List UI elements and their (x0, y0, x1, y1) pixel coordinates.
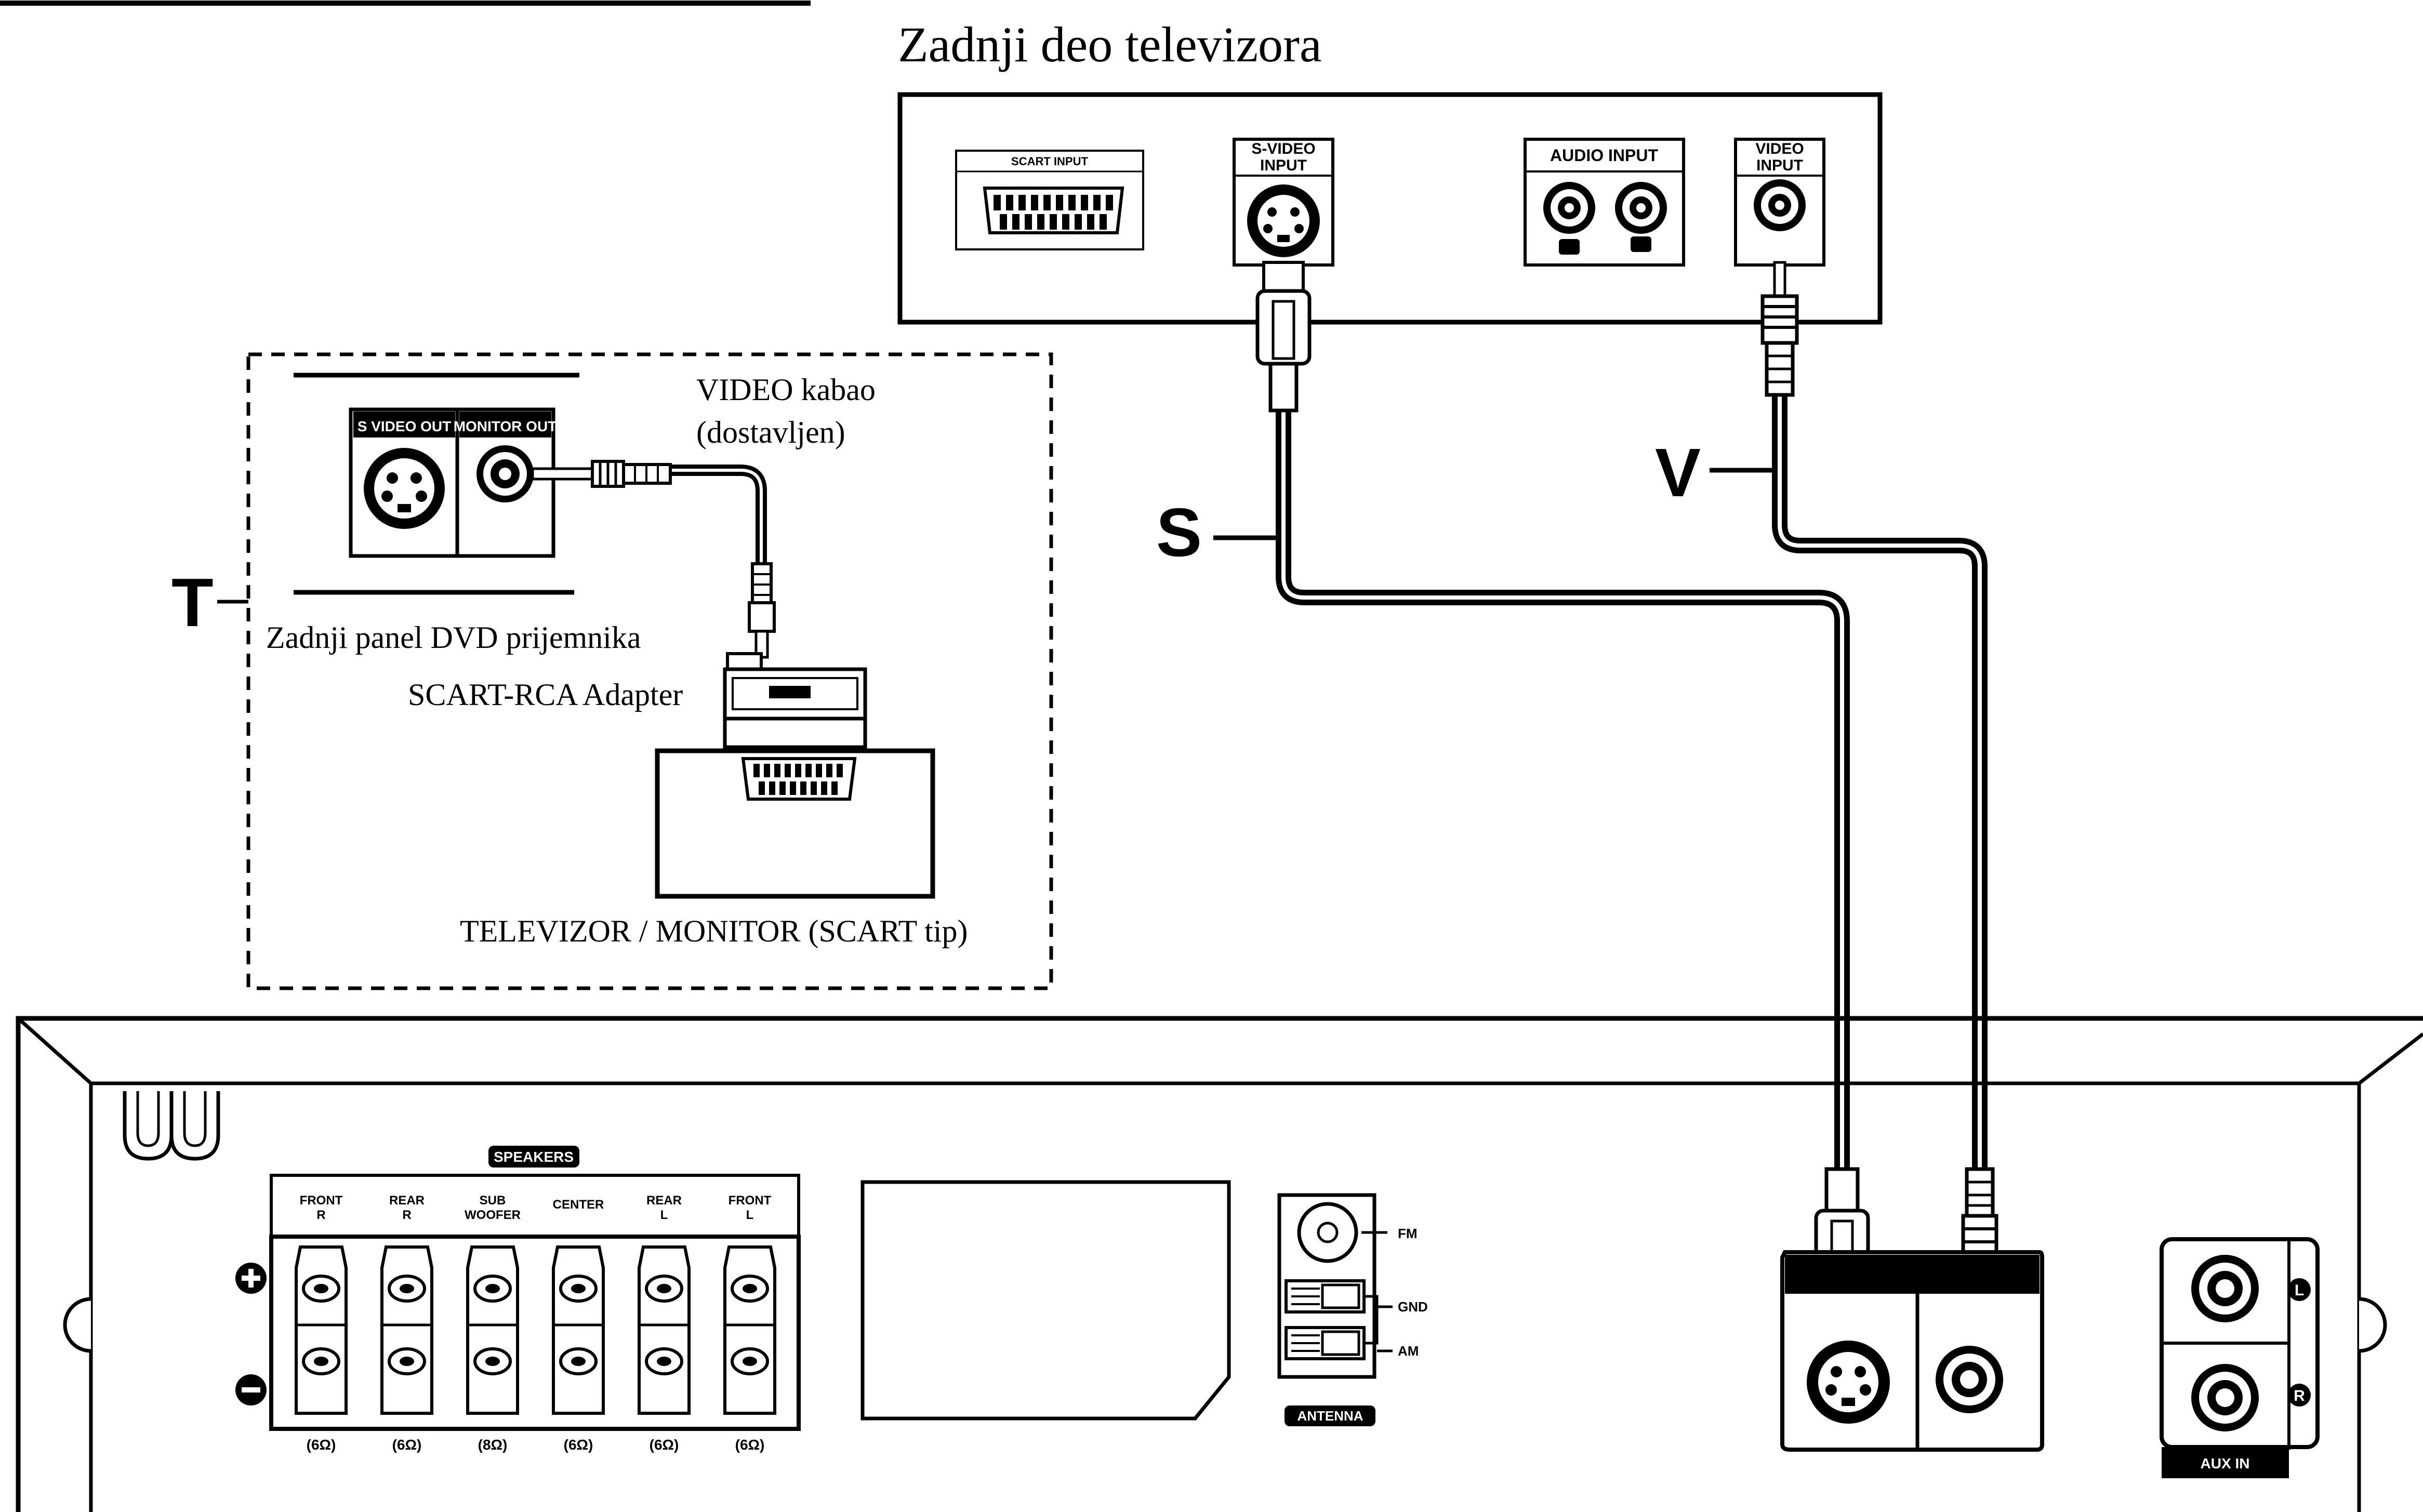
aux-jack-right[interactable] (2191, 1364, 2259, 1431)
dvd-back-panel-label: Zadnji panel DVD prijemnika (266, 620, 641, 655)
receiver-video-out-panel (1780, 1250, 2044, 1452)
aux-l-label: L (2295, 1282, 2304, 1299)
t-inset-label: T (171, 564, 214, 641)
video-cable-sublabel: (dostavljen) (696, 415, 845, 449)
scart-adapter-label: SCART-RCA Adapter (408, 678, 683, 712)
antenna-block: FM GND AM ANTENNA (1277, 1193, 1428, 1426)
speaker-channel: REAR L (6Ω) (638, 1193, 691, 1453)
speaker-channel-label-1: REAR (646, 1193, 682, 1208)
speaker-terminal[interactable] (295, 1245, 348, 1415)
speaker-channel-label-2: R (402, 1208, 411, 1222)
speaker-channel: REAR R (6Ω) (380, 1193, 433, 1453)
inset-jack-panel: S VIDEO OUT MONITOR OUT (349, 407, 557, 558)
tv-monitor-scart (655, 748, 935, 899)
speaker-terminals: SPEAKERS FRONT R (6Ω) REAR R (235, 1146, 801, 1453)
fm-antenna-jack[interactable] (1297, 1202, 1358, 1263)
aux-in-label: AUX IN (2201, 1455, 2250, 1471)
tv-monitor-scart-label: TELEVIZOR / MONITOR (SCART tip) (460, 914, 968, 948)
v-cable-label: V (1655, 434, 1701, 511)
video-cable (1760, 261, 1998, 1301)
video-input-label-1: VIDEO (1755, 140, 1804, 157)
svideo-input-label-2: INPUT (1260, 157, 1307, 174)
speaker-terminal[interactable] (552, 1245, 605, 1415)
svideo-out-label: S VIDEO OUT (358, 418, 451, 434)
speaker-impedance: (8Ω) (478, 1437, 508, 1453)
speaker-channel-label-1: SUB (480, 1193, 506, 1208)
speaker-channel-label-2: L (660, 1208, 668, 1222)
speaker-channel: FRONT R (6Ω) (295, 1193, 348, 1453)
gnd-label: GND (1398, 1299, 1428, 1315)
speaker-channel-label-2: WOOFER (465, 1208, 521, 1222)
speaker-channel-label-2: R (316, 1208, 325, 1222)
receiver-monitor-out-jack[interactable] (1936, 1346, 2003, 1413)
scart-rca-adapter (723, 652, 867, 749)
aux-in-panel: L R AUX IN (2160, 1237, 2320, 1478)
plus-symbol (235, 1263, 267, 1294)
tv-svideo-input[interactable]: S-VIDEO INPUT (1233, 138, 1334, 267)
inset-box (246, 352, 1053, 990)
speaker-channel: SUB WOOFER (8Ω) (465, 1193, 521, 1453)
speaker-terminal[interactable] (380, 1245, 433, 1415)
video-cable-label: VIDEO kabao (696, 373, 876, 407)
am-terminal[interactable] (1285, 1326, 1366, 1360)
receiver-back-panel (16, 1016, 2423, 1512)
speaker-terminal[interactable] (466, 1245, 519, 1415)
speaker-terminal[interactable] (723, 1245, 776, 1415)
blank-panel (860, 1180, 1231, 1421)
speakers-label: SPEAKERS (494, 1149, 574, 1165)
fm-label: FM (1398, 1226, 1418, 1241)
tv-audio-input[interactable]: AUDIO INPUT (1524, 138, 1685, 267)
scart-input-label: SCART INPUT (1011, 155, 1088, 168)
speaker-impedance: (6Ω) (735, 1437, 765, 1453)
audio-input-label: AUDIO INPUT (1550, 146, 1658, 165)
speaker-impedance: (6Ω) (392, 1437, 422, 1453)
inset-video-cable (531, 460, 776, 659)
svideo-input-label-1: S-VIDEO (1251, 140, 1315, 157)
speaker-impedance: (6Ω) (307, 1437, 336, 1453)
speaker-impedance: (6Ω) (564, 1437, 593, 1453)
speaker-terminal[interactable] (638, 1245, 691, 1415)
receiver-svideo-out-jack[interactable] (1807, 1341, 1890, 1424)
s-cable-label: S (1156, 494, 1202, 571)
antenna-label: ANTENNA (1297, 1408, 1363, 1424)
speaker-channel-label-2: L (746, 1208, 754, 1222)
audio-jack-left[interactable] (1543, 182, 1595, 255)
speaker-channel-label-1: REAR (389, 1193, 425, 1208)
audio-jack-right[interactable] (1615, 182, 1667, 252)
speaker-channel: CENTER (6Ω) (552, 1198, 605, 1453)
aux-r-label: R (2294, 1387, 2305, 1404)
minus-symbol (235, 1374, 267, 1405)
tv-video-input[interactable]: VIDEO INPUT (1734, 138, 1825, 267)
am-label: AM (1398, 1343, 1419, 1359)
tv-back-label: Zadnji deo televizora (898, 17, 1322, 72)
speaker-channel-label-1: FRONT (300, 1193, 343, 1208)
gnd-terminal[interactable] (1285, 1279, 1366, 1314)
speaker-channel-label-1: FRONT (729, 1193, 772, 1208)
aux-jack-left[interactable] (2191, 1255, 2259, 1322)
speaker-channel: FRONT L (6Ω) (723, 1193, 776, 1453)
tv-scart-input[interactable]: SCART INPUT (955, 150, 1144, 250)
monitor-out-label: MONITOR OUT (454, 418, 557, 434)
inset-svideo-jack[interactable] (364, 448, 445, 529)
video-input-label-2: INPUT (1756, 157, 1803, 174)
speaker-impedance: (6Ω) (650, 1437, 679, 1453)
inset-monitor-out-jack[interactable] (476, 445, 534, 502)
speaker-channel-label-1: CENTER (553, 1198, 604, 1212)
